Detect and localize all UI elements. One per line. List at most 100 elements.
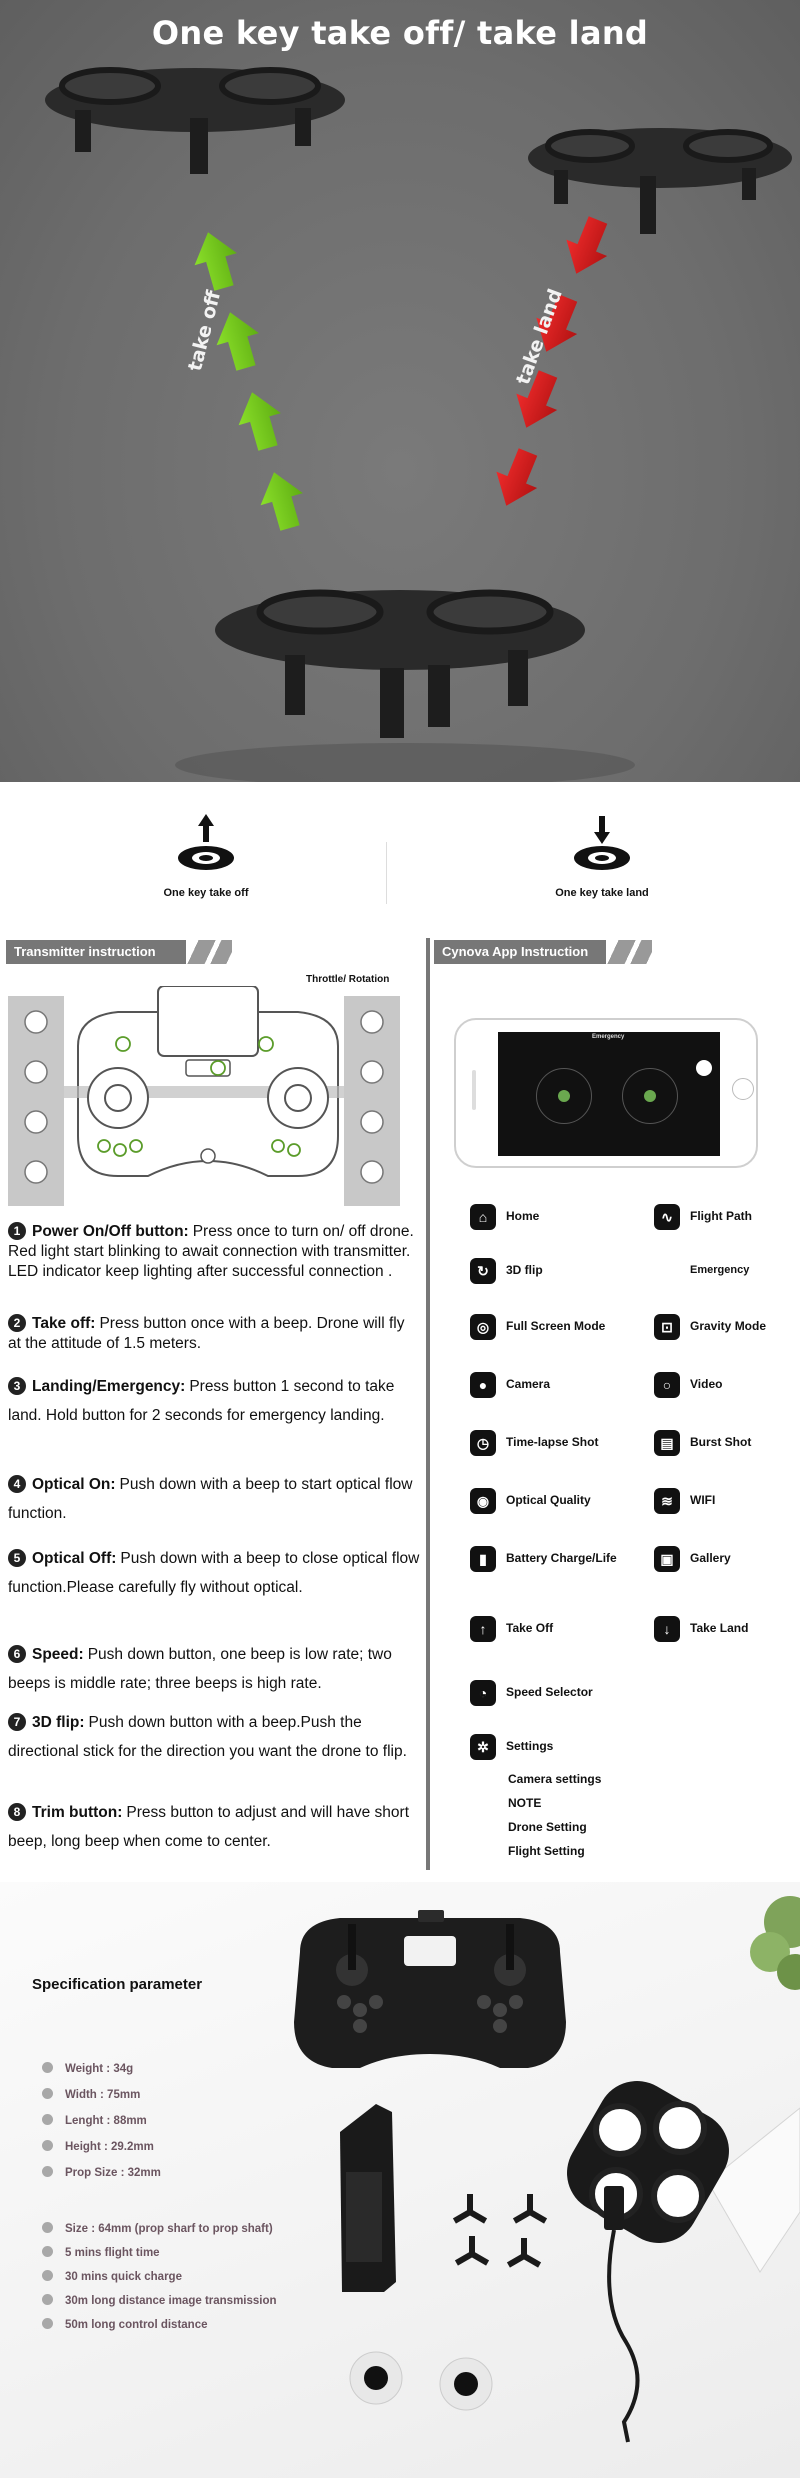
right-joystick-knob — [644, 1090, 656, 1102]
propellers-icon — [452, 2194, 548, 2268]
gravity-mode-icon: ⊡ — [654, 1313, 680, 1340]
app-item-label: Take Land — [690, 1621, 749, 1635]
battery-icon: ▮ — [470, 1545, 496, 1572]
icons-divider — [386, 842, 387, 904]
hero-section: One key take off/ take land — [0, 0, 800, 782]
camera-icon: ● — [470, 1371, 496, 1398]
app-item-label: Battery Charge/Life — [506, 1551, 617, 1565]
app-item-battery: ▮ Battery Charge/Life — [470, 1544, 617, 1572]
gallery-icon: ▣ — [654, 1545, 680, 1572]
joystick-caps-icon — [349, 2351, 493, 2411]
app-item-label: Take Off — [506, 1621, 554, 1635]
item-heading: Power On/Off button: — [32, 1223, 189, 1240]
take-off-icon: ↑ — [470, 1615, 496, 1642]
app-item-full-screen: ◎ Full Screen Mode — [470, 1312, 605, 1340]
app-item-settings: ✲Settings — [470, 1732, 553, 1760]
full-screen-icon: ◎ — [470, 1313, 496, 1340]
app-item-label: Video — [690, 1377, 723, 1391]
takeoff-arrow-up-icon — [178, 814, 234, 870]
app-screen-emergency-label: Emergency — [592, 1034, 625, 1040]
item-heading: Landing/Emergency: — [32, 1378, 186, 1395]
hero-title: One key take off/ take land — [151, 14, 649, 52]
instructions-section: Transmitter instruction Cynova App Instr… — [0, 932, 800, 1882]
app-item-burst-shot: ▤Burst Shot — [654, 1428, 751, 1456]
app-item-label: Home — [506, 1209, 540, 1223]
spec-item: Weight : 34g — [42, 2062, 133, 2075]
flight-path-icon: ∿ — [654, 1203, 680, 1230]
phone-mockup: Emergency — [454, 1018, 758, 1168]
app-item-gravity-mode: ⊡ Gravity Mode — [654, 1312, 766, 1340]
timer-icon: ◷ — [470, 1429, 496, 1456]
video-icon: ○ — [654, 1371, 680, 1398]
app-item-label: Gravity Mode — [690, 1319, 767, 1333]
drone-product-icon — [567, 2081, 729, 2243]
spec-item: 50m long control distance — [42, 2318, 208, 2331]
gear-icon: ✲ — [470, 1733, 496, 1760]
item-text: Press button to adjust and will have sho… — [8, 1804, 410, 1850]
phone-speaker-icon — [472, 1070, 476, 1110]
home-icon: ⌂ — [470, 1203, 496, 1230]
app-item-wifi: ≋ WIFI — [654, 1486, 715, 1514]
item-text: Press once to turn on/ off drone. Red li… — [8, 1223, 414, 1280]
spec-item: Height : 29.2mm — [42, 2140, 154, 2153]
app-item-camera: ● Camera — [470, 1370, 550, 1398]
app-header: Cynova App Instruction — [434, 940, 652, 964]
app-item-take-off: ↑ Take Off — [470, 1614, 553, 1642]
app-item-video: ○ Video — [654, 1370, 722, 1398]
one-key-takeoff-caption: One key take off — [163, 887, 249, 899]
hero-illustration — [45, 67, 792, 782]
spec-item: 30m long distance image transmission — [42, 2294, 277, 2307]
item-number: 2 — [8, 1314, 26, 1332]
one-key-takeland-block: One key take land — [502, 812, 702, 899]
app-item-label: WIFI — [690, 1493, 716, 1507]
app-item-label: Emergency — [690, 1264, 750, 1276]
speed-selector-icon: ◔ — [470, 1679, 496, 1706]
transmitter-diagram — [8, 986, 400, 1206]
flip-icon: ↻ — [470, 1257, 496, 1284]
item-number: 1 — [8, 1222, 26, 1240]
item-heading: 3D flip: — [32, 1714, 85, 1731]
takeoff-arrows-icon — [194, 232, 303, 531]
app-item-label: Speed Selector — [506, 1685, 593, 1699]
app-item-label: 3D flip — [506, 1263, 543, 1277]
app-item-flight-path: ∿ Flight Path — [654, 1202, 752, 1230]
app-item-label: Full Screen Mode — [506, 1319, 606, 1333]
settings-sub-note: NOTE — [508, 1796, 542, 1810]
takeland-arrows-icon — [496, 216, 608, 506]
instruction-item-1: 1 Power On/Off button:Press once to turn … — [8, 1222, 420, 1282]
app-item-optical-quality: ◉ Optical Quality — [470, 1486, 591, 1514]
app-item-label: Optical Quality — [506, 1493, 591, 1507]
phone-holder-icon — [340, 2104, 396, 2292]
product-photo — [294, 1896, 800, 2443]
spec-item: Size : 64mm (prop sharf to prop shaft) — [42, 2222, 273, 2235]
take-land-icon: ↓ — [654, 1615, 680, 1642]
one-key-takeoff-block: One key take off — [106, 812, 306, 899]
item-text: Push down button with a beep.Push the di… — [8, 1714, 407, 1760]
drone-top-left-icon — [45, 67, 345, 174]
item-text: Press button 1 second to take land. Hold… — [8, 1378, 395, 1424]
app-item-gallery: ▣Gallery — [654, 1544, 731, 1572]
specs-section: Specification parameter Weight : 34g Wid… — [0, 1882, 800, 2478]
settings-sub-camera: Camera settings — [508, 1772, 602, 1786]
spec-item: 5 mins flight time — [42, 2246, 160, 2259]
app-item-time-lapse: ◷Time-lapse Shot — [470, 1428, 598, 1456]
phone-home-button-icon — [732, 1078, 754, 1100]
app-screen: Emergency — [498, 1032, 720, 1156]
app-item-label: Camera — [506, 1377, 551, 1391]
item-text: Push down with a beep to start optical f… — [8, 1476, 413, 1522]
app-item-label: Flight Path — [690, 1209, 752, 1223]
item-text: Push down with a beep to close optical f… — [8, 1550, 420, 1596]
optical-quality-icon: ◉ — [470, 1487, 496, 1514]
wifi-icon: ≋ — [654, 1487, 680, 1514]
item-number: 6 — [8, 1645, 26, 1663]
item-text: Press button once with a beep. Drone wil… — [8, 1315, 405, 1352]
settings-sub-drone: Drone Setting — [508, 1820, 587, 1834]
keyboard-icon — [707, 2107, 800, 2273]
drone-top-right-icon — [528, 128, 792, 234]
takeland-arrow-down-icon — [574, 816, 630, 870]
app-item-emergency: Emergency — [690, 1256, 749, 1284]
item-number: 3 — [8, 1377, 26, 1395]
item-number: 8 — [8, 1803, 26, 1821]
